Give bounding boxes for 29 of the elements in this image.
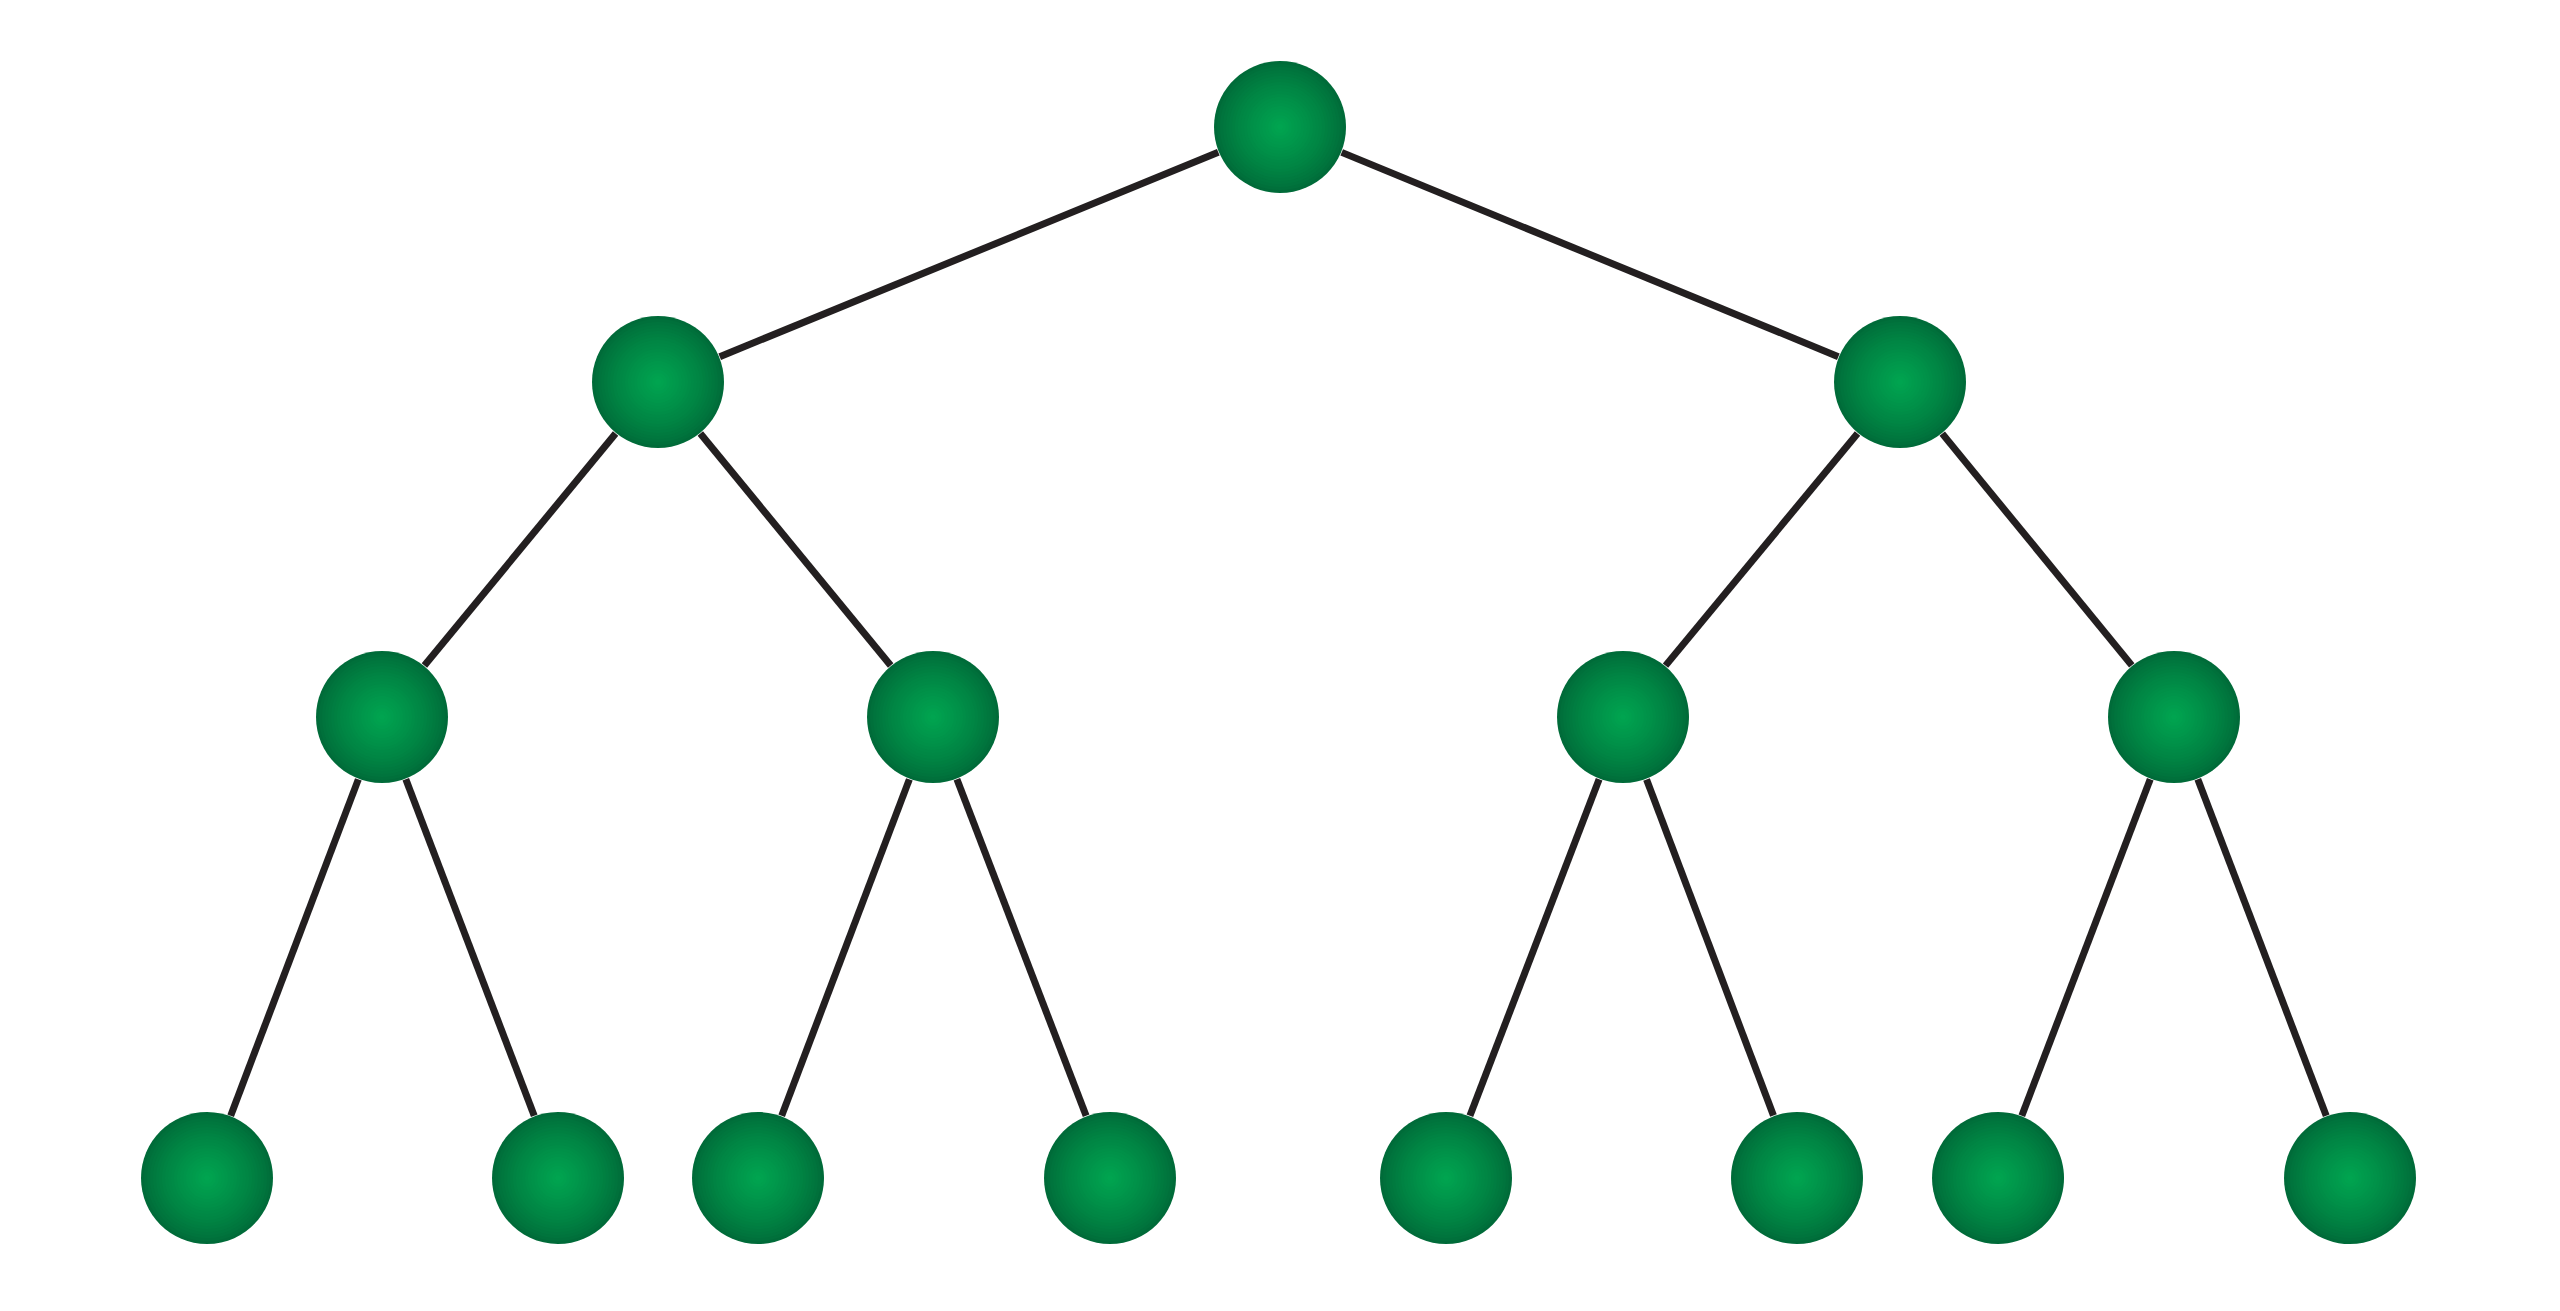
connector-line [953,778,1090,1117]
connector-line [421,431,619,668]
circle-node [492,1112,624,1244]
circle-node [1731,1112,1863,1244]
connector-line [1643,778,1777,1117]
circle-node [692,1112,824,1244]
connector-line [697,431,894,668]
connector-line [2194,778,2330,1117]
connector-line [778,778,913,1117]
circle-node [141,1112,273,1244]
circle-node [2284,1112,2416,1244]
connector-line [1340,149,1840,360]
circle-node [592,316,724,448]
circle-node [316,651,448,784]
connector-line [402,778,538,1117]
circle-node [867,651,999,784]
circle-node [1932,1112,2064,1244]
circle-node [1380,1112,1512,1244]
connector-line [1466,778,1603,1117]
circle-node [1214,61,1346,193]
connector-line [1939,431,2135,668]
circle-node [1044,1112,1176,1244]
connector-line [1662,431,1861,668]
connector-line [718,149,1220,360]
circle-node [1557,651,1689,784]
connector-line [227,778,362,1117]
circle-node [2108,651,2240,784]
connector-line [2018,778,2154,1117]
circle-node [1834,316,1966,448]
